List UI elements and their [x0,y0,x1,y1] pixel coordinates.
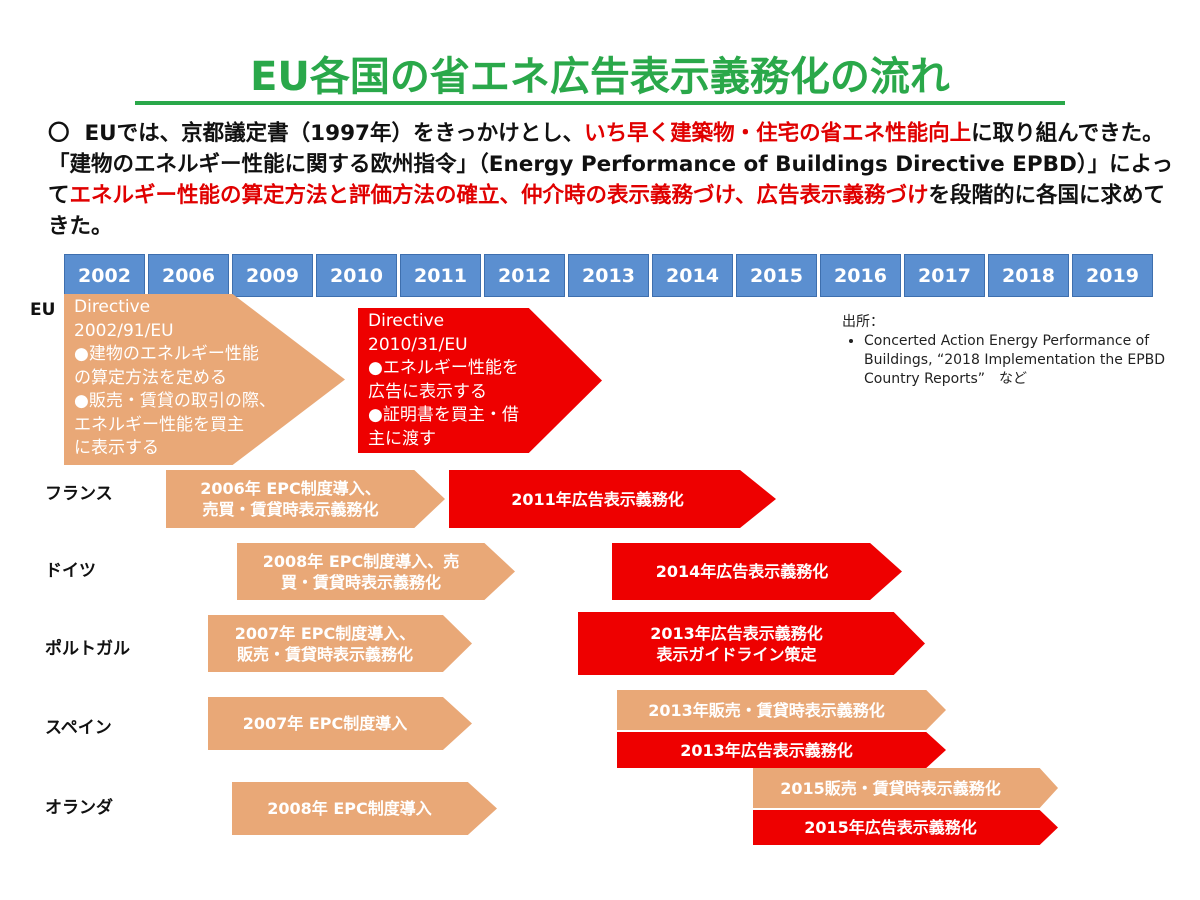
arrow-text: 2013年販売・賃貸時表示義務化 [648,700,885,720]
year-cell: 2012 [484,254,565,297]
netherlands-sale-arrow: 2015販売・賃貸時表示義務化 [753,768,1058,808]
arrow-text: 主に渡す [368,428,436,449]
arrow-text: ●エネルギー性能を [368,358,519,378]
year-cell: 2002 [64,254,145,297]
arrow-text: 2002/91/EU [74,320,174,341]
intro-highlight: エネルギー性能の算定方法と評価方法の確立、仲介時の表示義務づけ、広告表示義務づけ [69,183,929,208]
source-item: Concerted Action Energy Performance of B… [864,332,1200,389]
arrow-text: 2007年 EPC制度導入、 [234,623,416,643]
arrow-text: Directive [368,311,445,331]
france-epc-arrow: 2006年 EPC制度導入、売買・賃貸時表示義務化 [166,470,445,528]
arrow-text: 広告に表示する [368,381,487,402]
eu-directive-2002-arrow: Directive 2002/91/EU ●建物のエネルギー性能 の算定方法を定… [64,294,345,465]
arrow-text: 2006年 EPC制度導入、 [200,479,381,498]
arrow-text: に表示する [74,438,159,458]
title-underline [135,101,1065,105]
arrow-text: ●建物のエネルギー性能 [74,344,259,364]
country-label-eu: EU [30,300,56,320]
arrow-text: 2013年広告表示義務化 [680,740,853,760]
arrow-text: ●販売・賃貸の取引の際、 [74,391,276,411]
arrow-text: 2008年 EPC制度導入 [267,799,432,818]
germany-epc-arrow: 2008年 EPC制度導入、売買・賃貸時表示義務化 [237,543,515,600]
year-header: 2002 2006 2009 2010 2011 2012 2013 2014 … [64,254,1153,297]
arrow-text: 売買・賃貸時表示義務化 [202,500,379,519]
arrow-text: ●証明書を買主・借 [368,405,519,425]
germany-ad-arrow: 2014年広告表示義務化 [612,543,902,600]
intro-part: に取り組んできた。「建物のエネルギー性能に関する欧州指令」（Energy Per… [48,121,1173,208]
arrow-text: 2010/31/EU [368,334,468,355]
arrow-text: 2015販売・賃貸時表示義務化 [780,778,1001,798]
year-cell: 2018 [988,254,1069,297]
arrow-text: 販売・賃貸時表示義務化 [236,644,413,664]
spain-sale-arrow: 2013年販売・賃貸時表示義務化 [617,690,946,730]
arrow-text: 2008年 EPC制度導入、売 [262,551,460,571]
country-label-germany: ドイツ [45,561,96,581]
country-label-spain: スペイン [45,718,112,738]
arrow-text: 2014年広告表示義務化 [655,562,829,581]
year-cell: 2006 [148,254,229,297]
year-cell: 2011 [400,254,481,297]
year-cell: 2017 [904,254,985,297]
year-cell: 2014 [652,254,733,297]
arrow-text: エネルギー性能を買主 [74,414,244,435]
source-note: 出所： Concerted Action Energy Performance … [842,313,1200,389]
country-label-portugal: ポルトガル [45,639,130,659]
portugal-epc-arrow: 2007年 EPC制度導入、販売・賃貸時表示義務化 [208,615,472,672]
bullet-icon: 〇 [48,121,70,146]
year-cell: 2015 [736,254,817,297]
france-ad-arrow: 2011年広告表示義務化 [449,470,776,528]
intro-part: を段階的に各国に求めてきた。 [48,183,1165,239]
spain-ad-arrow: 2013年広告表示義務化 [617,732,946,768]
arrow-text: 表示ガイドライン策定 [656,644,817,664]
arrow-text: Directive [74,297,151,317]
arrow-text: 2015年広告表示義務化 [804,818,977,837]
year-cell: 2010 [316,254,397,297]
netherlands-ad-arrow: 2015年広告表示義務化 [753,810,1058,845]
year-cell: 2013 [568,254,649,297]
arrow-text: 2013年広告表示義務化 [650,623,823,643]
year-cell: 2019 [1072,254,1153,297]
intro-highlight: いち早く建築物・住宅の省エネ性能向上 [584,121,972,146]
country-label-france: フランス [45,484,113,504]
spain-epc-arrow: 2007年 EPC制度導入 [208,697,472,750]
portugal-ad-arrow: 2013年広告表示義務化表示ガイドライン策定 [578,612,925,675]
arrow-text: 2011年広告表示義務化 [511,489,684,509]
arrow-text: 2007年 EPC制度導入 [242,714,408,733]
netherlands-epc-arrow: 2008年 EPC制度導入 [232,782,497,835]
intro-part: EUでは、京都議定書（1997年）をきっかけとし、 [84,121,585,146]
arrow-text: の算定方法を定める [74,367,227,388]
page-title: EU各国の省エネ広告表示義務化の流れ [250,54,950,100]
arrow-text: 買・賃貸時表示義務化 [280,572,441,592]
country-label-netherlands: オランダ [45,798,113,818]
year-cell: 2009 [232,254,313,297]
year-cell: 2016 [820,254,901,297]
intro-text: 〇 EUでは、京都議定書（1997年）をきっかけとし、いち早く建築物・住宅の省エ… [48,118,1178,242]
source-label: 出所： [842,314,884,330]
eu-directive-2010-arrow: Directive 2010/31/EU ●エネルギー性能を 広告に表示する ●… [358,308,602,453]
